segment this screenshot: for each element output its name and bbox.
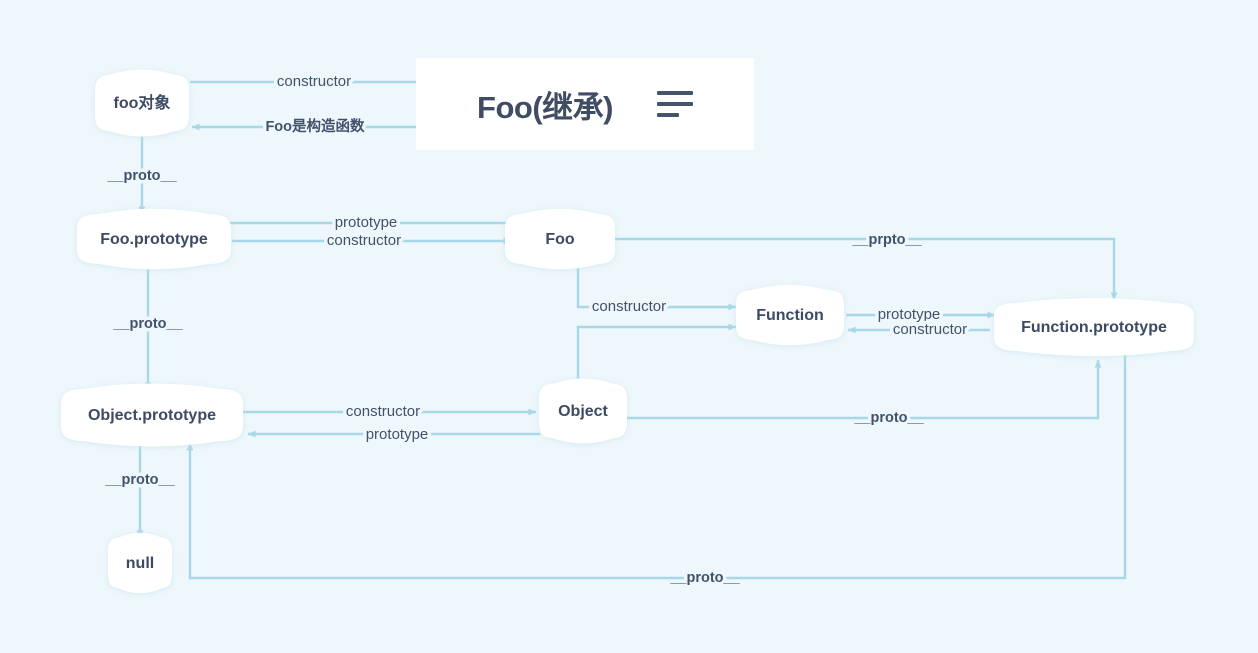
edge-label-text: prototype <box>366 426 429 443</box>
node-object[interactable]: Object <box>539 378 627 444</box>
edge-label-halo: constructor <box>893 321 967 338</box>
node-shape <box>736 284 844 346</box>
node-shape <box>539 378 627 444</box>
edge-label-halo: __proto__ <box>106 168 177 184</box>
edge-label-text: prototype <box>878 306 941 323</box>
node-object-prototype[interactable]: Object.prototype <box>61 383 243 447</box>
edge-label-text: constructor <box>893 321 967 338</box>
label-prpto-foo-to-funcproto: __prpto____prpto__ <box>848 228 926 251</box>
edge-label-halo: __prpto__ <box>851 232 922 248</box>
edge-label-text: __proto__ <box>853 410 924 426</box>
edge-label-halo: prototype <box>335 214 398 231</box>
node-foo[interactable]: Foo <box>505 208 615 270</box>
node-foo-prototype[interactable]: Foo.prototype <box>77 208 231 270</box>
edge-object-to-function-prototype2 <box>627 359 1102 420</box>
hamburger-line-2 <box>656 102 693 106</box>
hamburger-line-1 <box>656 91 693 95</box>
nodes-layer: foo对象 Foo.prototype FooFunctionFunction.pr… <box>61 69 1194 594</box>
node-shape <box>77 208 231 270</box>
edge-object-to-function <box>576 323 737 385</box>
edge-label-halo: __proto__ <box>112 316 183 332</box>
label-proto-bottom: __proto____proto__ <box>666 566 744 589</box>
edge-funcproto-bottom-to-objproto <box>186 352 1127 580</box>
edge-label-halo: prototype <box>878 306 941 323</box>
edge-label-text: constructor <box>277 73 351 90</box>
node-foo-object[interactable]: foo对象 <box>95 69 189 137</box>
edge-label-text: __prpto__ <box>851 232 922 248</box>
node-label: foo对象 <box>114 93 171 112</box>
edge-label-text: constructor <box>346 403 420 420</box>
edge-label-text: Foo是构造函数 <box>265 117 365 135</box>
label-proto-object-funcproto: __proto____proto__ <box>850 406 928 429</box>
page-title: Foo(继承) <box>477 89 613 125</box>
label-proto-objproto-null: __proto____proto__ <box>101 468 179 491</box>
node-shape <box>61 383 243 447</box>
hamburger-icon[interactable] <box>656 91 693 117</box>
node-function[interactable]: Function <box>736 284 844 346</box>
edge-label-halo: __proto__ <box>104 472 175 488</box>
edge-foo-to-function-prototype <box>615 237 1118 301</box>
edge-foo-to-function <box>576 260 737 311</box>
edge-label-text: constructor <box>327 232 401 249</box>
header-panel: Foo(继承) <box>416 58 754 150</box>
node-label: null <box>126 555 154 572</box>
edge-label-text: __proto__ <box>669 570 740 586</box>
edge-label-halo: prototype <box>366 426 429 443</box>
edge-label-text: __proto__ <box>104 472 175 488</box>
node-label: Foo <box>545 231 575 248</box>
node-null[interactable]: null <box>108 532 172 594</box>
node-shape <box>108 532 172 594</box>
node-label: Object <box>558 403 608 420</box>
node-shape <box>505 208 615 270</box>
edge-label-halo: __proto__ <box>853 410 924 426</box>
edge-labels-layer: constructorconstructorFoo是构造函数Foo是构造函数__… <box>101 69 971 589</box>
edge-label-halo: constructor <box>277 73 351 90</box>
hamburger-line-3 <box>656 113 679 117</box>
edge-label-halo: constructor <box>346 403 420 420</box>
edge-label-text: __proto__ <box>106 168 177 184</box>
node-label: Function <box>756 307 824 324</box>
node-function-prototype[interactable]: Function.prototype <box>994 297 1194 357</box>
label-proto-fooproto-objproto: __proto____proto__ <box>109 312 187 335</box>
edges-layer <box>136 78 1127 580</box>
edge-label-halo: __proto__ <box>669 570 740 586</box>
edge-label-text: prototype <box>335 214 398 231</box>
edge-label-text: constructor <box>592 298 666 315</box>
node-label: Object.prototype <box>88 407 216 424</box>
label-proto-foo-to-fooproto: __proto____proto__ <box>103 164 181 187</box>
node-label: Function.prototype <box>1021 319 1167 336</box>
node-label: Foo.prototype <box>100 231 208 248</box>
node-shape <box>95 69 189 137</box>
edge-label-halo: constructor <box>592 298 666 315</box>
node-shape <box>994 297 1194 357</box>
edge-label-text: __proto__ <box>112 316 183 332</box>
edge-label-halo: constructor <box>327 232 401 249</box>
